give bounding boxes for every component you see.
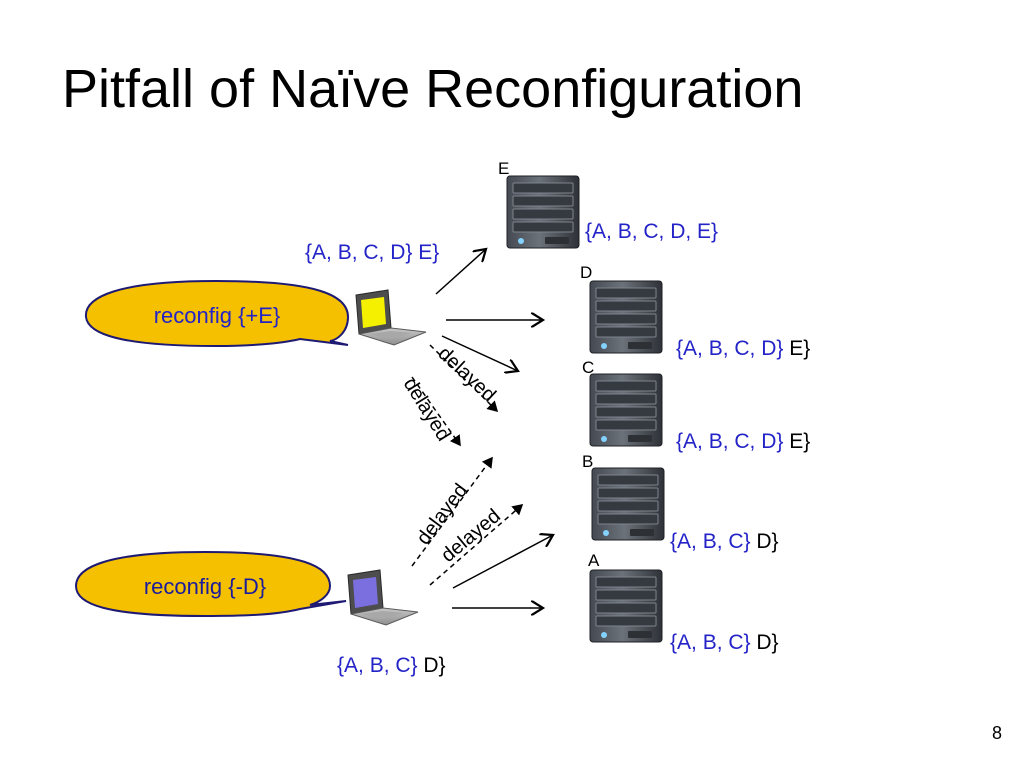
server-view-a-blue: {A, B, C} xyxy=(670,631,751,654)
server-tower-icon xyxy=(589,373,663,447)
server-view-a-black: D} xyxy=(751,631,779,654)
server-view-d-black: E} xyxy=(783,337,810,360)
client-view-top: {A, B, C, D} E} xyxy=(305,241,439,264)
laptop-icon xyxy=(347,569,419,626)
server-view-e: {A, B, C, D, E} xyxy=(585,220,718,243)
server-view-c-black: E} xyxy=(783,430,810,453)
server-view-c: {A, B, C, D} E} xyxy=(676,430,810,453)
page-number: 8 xyxy=(991,723,1002,743)
server-id-b: B xyxy=(582,452,593,471)
laptop-icon xyxy=(355,289,427,346)
reconfig-callout-top-text: reconfig {+E} xyxy=(154,303,281,328)
server-view-a: {A, B, C} D} xyxy=(670,631,779,654)
server-tower-icon xyxy=(591,467,665,541)
reconfig-callout-top: reconfig {+E} xyxy=(84,279,350,348)
server-view-b-blue: {A, B, C} xyxy=(670,530,751,553)
client-view-bottom-black: D} xyxy=(418,654,446,677)
delayed-label: delayed xyxy=(434,343,500,407)
reconfig-callout-bottom-text: reconfig {-D} xyxy=(144,574,266,599)
arrow-top-to-c xyxy=(441,335,518,371)
delayed-top-to-a xyxy=(411,376,461,447)
server-d: D {A, B, C, D} E} xyxy=(580,263,810,360)
slide-title: Pitfall of Naïve Reconfiguration xyxy=(62,59,804,119)
server-id-e: E xyxy=(498,159,509,178)
reconfig-callout-bottom: reconfig {-D} xyxy=(74,550,347,618)
server-tower-icon xyxy=(589,569,663,643)
client-view-bottom-blue: {A, B, C} xyxy=(337,654,418,677)
server-id-d: D xyxy=(580,263,592,282)
server-view-d-blue: {A, B, C, D} xyxy=(676,337,783,360)
server-c: C {A, B, C, D} E} xyxy=(582,358,810,453)
server-id-a: A xyxy=(588,551,600,570)
delayed-bottom-to-d xyxy=(411,456,493,567)
client-view-top-black: E} xyxy=(412,241,439,264)
client-view-top-blue: {A, B, C, D} xyxy=(305,241,412,264)
arrow-bottom-to-b xyxy=(452,535,553,589)
server-a: A {A, B, C} D} xyxy=(588,551,779,654)
server-tower-icon xyxy=(506,175,580,249)
server-b: B {A, B, C} D} xyxy=(582,452,779,553)
server-view-b: {A, B, C} D} xyxy=(670,530,779,553)
server-id-c: C xyxy=(582,358,594,377)
delayed-label: delayed xyxy=(399,374,455,445)
server-tower-icon xyxy=(589,280,663,354)
delayed-bottom-to-c xyxy=(429,504,524,586)
server-view-d: {A, B, C, D} E} xyxy=(676,337,810,360)
delayed-top-to-b xyxy=(429,344,499,413)
client-view-bottom: {A, B, C} D} xyxy=(337,654,446,677)
server-e: E {A, B, C, D, E} xyxy=(498,159,718,249)
server-view-e-blue: {A, B, C, D, E} xyxy=(585,220,718,243)
server-view-c-blue: {A, B, C, D} xyxy=(676,430,783,453)
server-view-b-black: D} xyxy=(751,530,779,553)
arrow-top-to-e xyxy=(435,249,486,295)
